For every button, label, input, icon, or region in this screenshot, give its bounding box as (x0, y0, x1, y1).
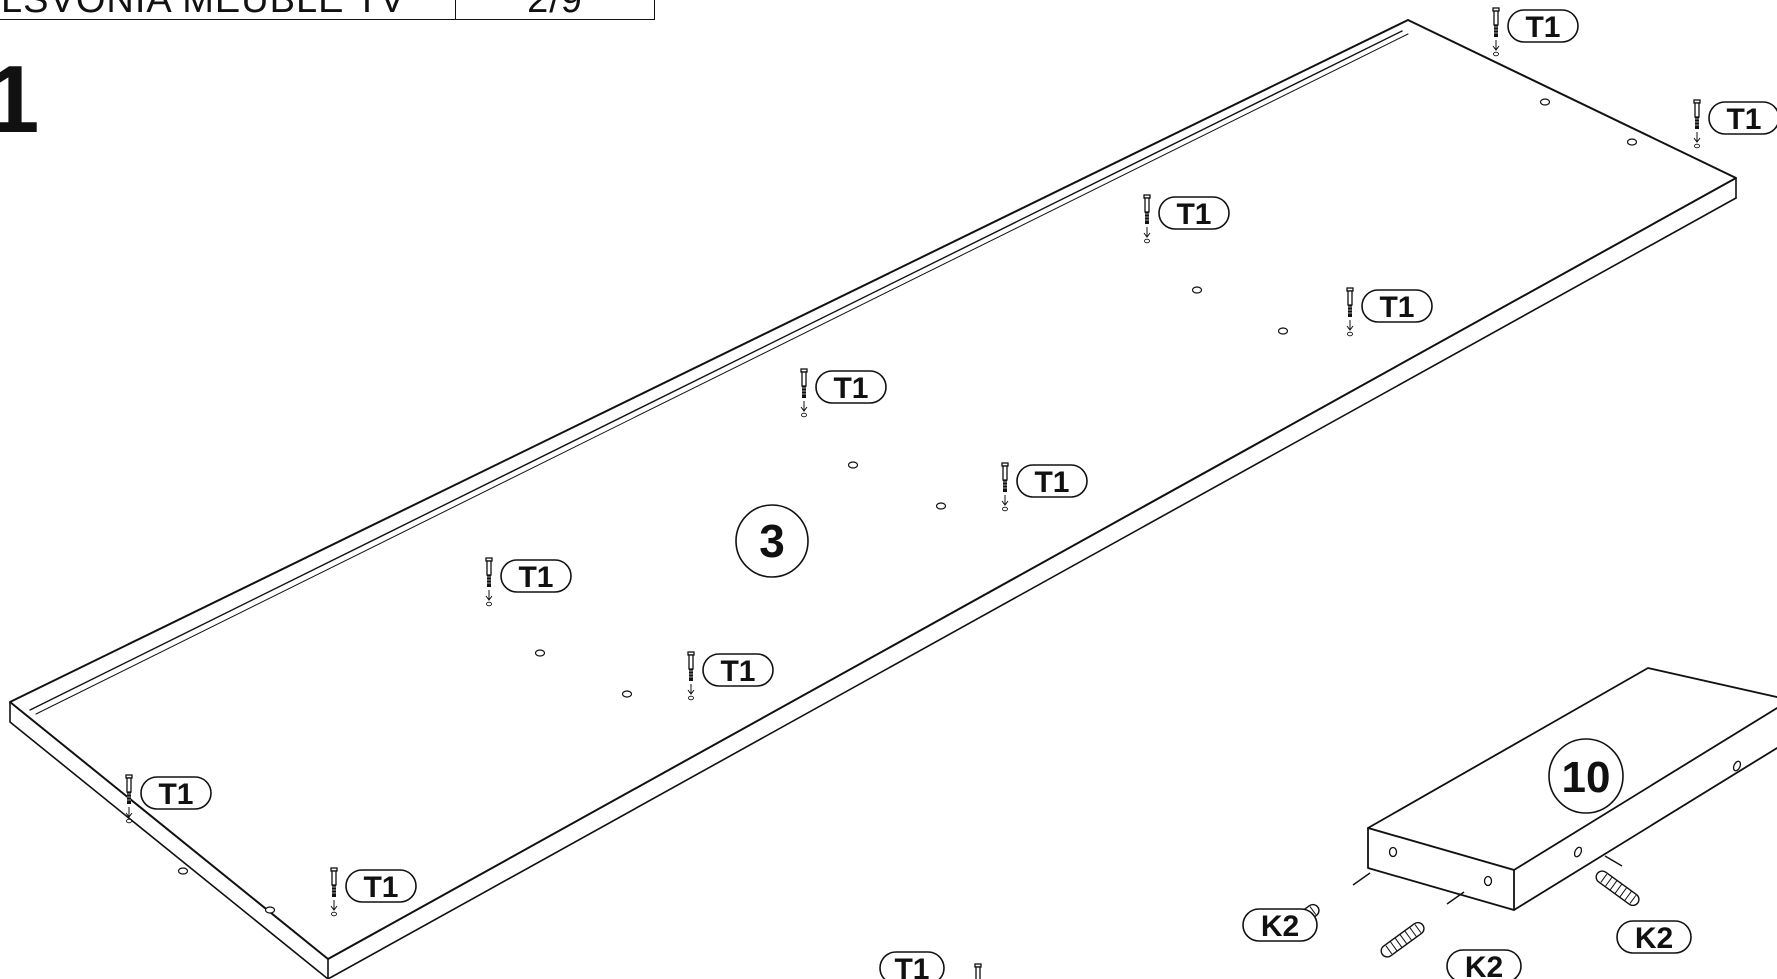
dowel-callout: K2 (1616, 920, 1692, 955)
panel-10-number: 10 (1562, 753, 1611, 802)
cam-bolt-callout: T1 (1361, 289, 1433, 324)
cam-bolt-callout-text: T1 (518, 561, 553, 594)
cam-bolt-callout-text: T1 (833, 372, 868, 405)
cam-bolt-icon (974, 963, 982, 979)
cam-bolt-callout: T1 (879, 951, 945, 979)
cam-bolt-callout: T1 (140, 776, 212, 811)
cam-bolt-icon (1492, 7, 1500, 57)
cam-bolt-callout-text: T1 (1525, 11, 1560, 44)
cam-bolt-callout-text: T1 (1176, 198, 1211, 231)
header-page-cell: 2/9 (455, 0, 655, 20)
cam-bolt-callout: T1 (1158, 196, 1230, 231)
cam-bolt-callout: T1 (345, 869, 417, 904)
insert-arrow (1446, 891, 1465, 905)
insert-arrow (1604, 855, 1623, 867)
cam-bolt-callout: T1 (702, 653, 774, 688)
cam-bolt-callout: T1 (500, 559, 572, 594)
panel-3-drawing (9, 19, 1737, 979)
cam-bolt-callout: T1 (1016, 464, 1088, 499)
header-title: LSVONIA MEUBLE TV (1, 0, 406, 19)
panel-3-label: 3 (735, 504, 809, 578)
dowel-callout: K2 (1446, 949, 1522, 979)
panel-10-label: 10 (1548, 738, 1624, 814)
insert-arrow (1352, 872, 1371, 886)
header-page-number: 2/9 (527, 0, 583, 19)
step-number: 1 (0, 46, 40, 153)
panel-3-number: 3 (759, 515, 785, 567)
dowel-callout: K2 (1242, 908, 1318, 943)
cam-bolt-callout-text: T1 (363, 871, 398, 904)
cam-bolt-callout: T1 (1507, 9, 1579, 44)
dowel-callout-text: K2 (1261, 910, 1299, 943)
cam-bolt-callout-text: T1 (720, 655, 755, 688)
dowel-callout-text: K2 (1635, 922, 1673, 955)
cam-bolt-callout-text: T1 (894, 953, 929, 979)
cam-bolt-callout-text: T1 (158, 778, 193, 811)
cam-bolt-callout-text: T1 (1034, 466, 1069, 499)
cam-bolt-callout: T1 (1708, 101, 1777, 136)
dowel-callout-text: K2 (1465, 951, 1503, 979)
cam-bolt-icon (1693, 99, 1701, 149)
cam-bolt-callout-text: T1 (1726, 103, 1761, 136)
cam-bolt-callout: T1 (815, 370, 887, 405)
cam-bolt-callout-text: T1 (1379, 291, 1414, 324)
dowel-icon (1378, 919, 1428, 961)
dowel-icon (1593, 867, 1643, 909)
